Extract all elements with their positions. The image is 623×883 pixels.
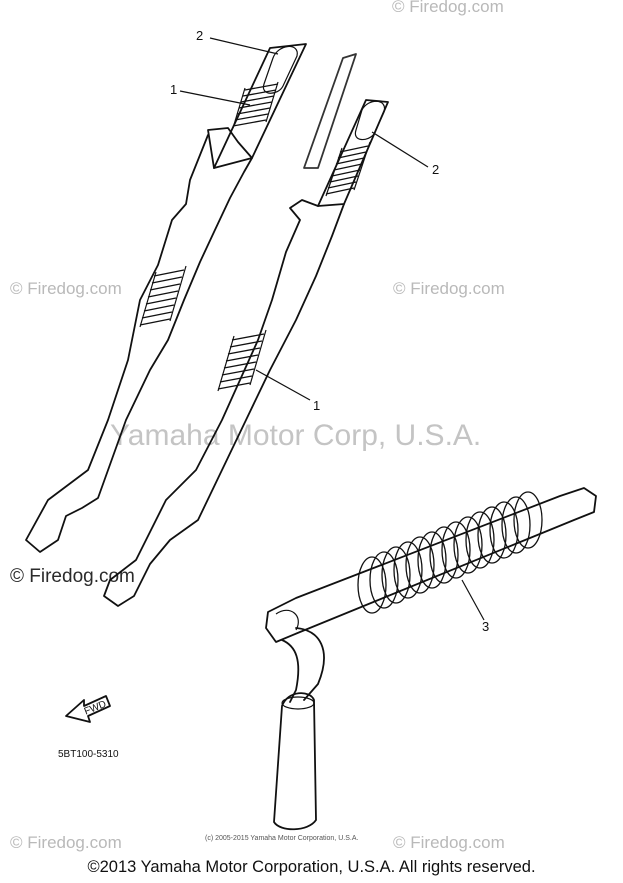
fwd-label: FWD [83,699,108,718]
right-upper-spring [325,141,371,197]
right-fork-tube [103,53,389,607]
watermark-firedog-top-right: © Firedog.com [392,0,504,16]
watermark-firedog-bottom-left: © Firedog.com [10,833,122,852]
footer-small-copyright: (c) 2005-2015 Yamaha Motor Corporation, … [205,835,358,842]
left-fork-tube [25,43,307,553]
left-lower-spring [139,265,187,328]
watermark-firedog-mid-right: © Firedog.com [393,279,505,298]
kickstand-spring [357,491,543,614]
watermark-firedog-lower-left: © Firedog.com [10,566,135,587]
copyright-notice: ©2013 Yamaha Motor Corporation, U.S.A. A… [87,858,536,876]
callout-left-cap: 2 [196,28,203,43]
right-lower-spring [217,329,267,392]
callout-right-lower-spring: 1 [313,398,320,413]
fwd-arrow-icon: FWD [65,695,111,723]
leader-lines [179,37,485,621]
watermark-firedog-mid-left: © Firedog.com [10,279,122,298]
part-code: 5BT100-5310 [58,749,119,760]
watermark-firedog-bottom-right: © Firedog.com [393,833,505,852]
callout-left-upper-spring: 1 [170,82,177,97]
callout-right-cap: 2 [432,162,439,177]
left-upper-spring [232,81,279,129]
watermark-yamaha-center: Yamaha Motor Corp, U.S.A. [110,419,481,452]
kickstand-assembly [265,487,597,831]
callout-kickstand-spring: 3 [482,619,489,634]
